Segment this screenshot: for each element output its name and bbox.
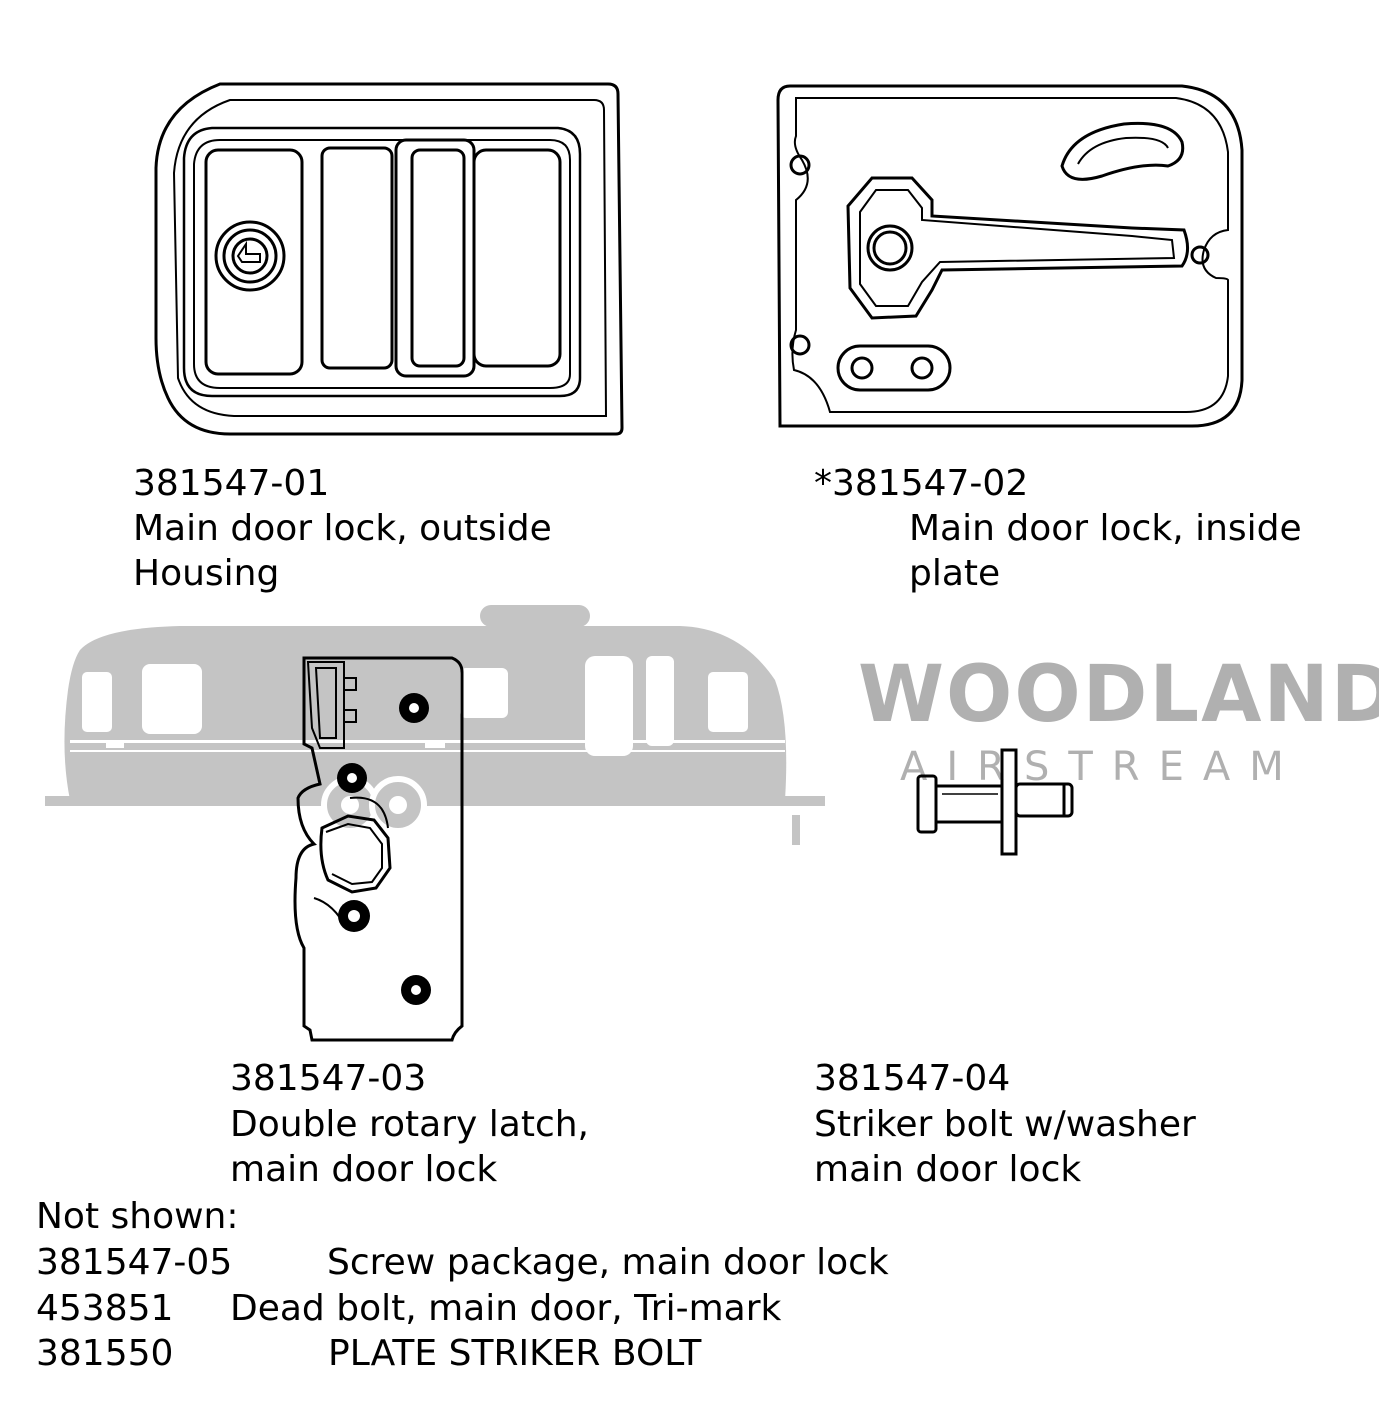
- part-number-4: 381547-04: [814, 1058, 1011, 1099]
- part-desc-2b: plate: [909, 553, 1001, 594]
- not-shown-desc-3: PLATE STRIKER BOLT: [328, 1333, 702, 1374]
- watermark-woodland: WOODLAND: [858, 650, 1379, 740]
- not-shown-number-2: 453851: [36, 1288, 174, 1329]
- not-shown-number-3: 381550: [36, 1333, 174, 1374]
- outside-housing-drawing: [154, 82, 624, 436]
- inside-plate-drawing: [776, 84, 1244, 428]
- part-number-1: 381547-01: [133, 463, 330, 504]
- part-desc-4b: main door lock: [814, 1149, 1082, 1190]
- not-shown-desc-1: Screw package, main door lock: [327, 1242, 889, 1283]
- not-shown-heading: Not shown:: [36, 1196, 239, 1237]
- part-desc-2a: Main door lock, inside: [909, 508, 1302, 549]
- not-shown-desc-2: Dead bolt, main door, Tri-mark: [230, 1288, 782, 1329]
- part-number-2: *381547-02: [814, 463, 1029, 504]
- part-desc-1a: Main door lock, outside: [133, 508, 552, 549]
- part-desc-4a: Striker bolt w/washer: [814, 1104, 1196, 1145]
- part-desc-3b: main door lock: [230, 1149, 498, 1190]
- part-desc-3a: Double rotary latch,: [230, 1104, 589, 1145]
- striker-bolt-drawing: [916, 748, 1074, 856]
- part-desc-1b: Housing: [133, 553, 280, 594]
- watermark-airstream: AIRSTREAM: [900, 744, 1303, 790]
- rotary-latch-drawing: [293, 656, 464, 1042]
- not-shown-number-1: 381547-05: [36, 1242, 233, 1283]
- part-number-3: 381547-03: [230, 1058, 427, 1099]
